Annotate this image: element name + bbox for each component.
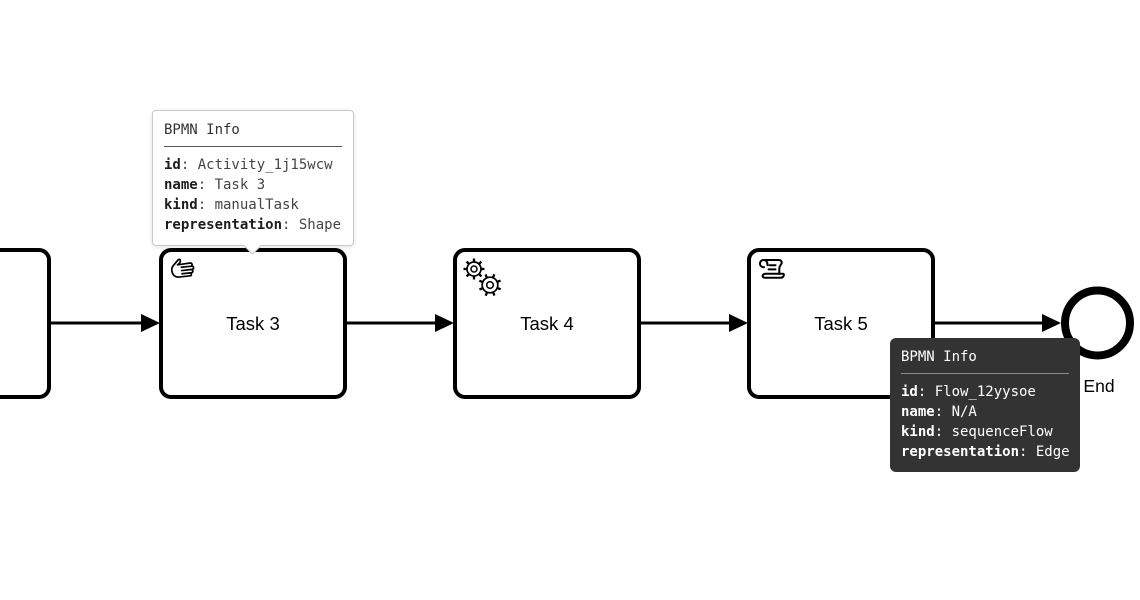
- tooltip-row-kind: kind: manualTask: [164, 195, 342, 215]
- row-label: id: [164, 157, 181, 173]
- row-separator: :: [934, 404, 952, 420]
- task-4-shape[interactable]: Task 4: [453, 248, 641, 399]
- row-value: manualTask: [214, 197, 299, 213]
- scroll-icon: [758, 259, 785, 279]
- row-separator: :: [917, 384, 935, 400]
- arrowhead-icon: [729, 314, 748, 332]
- row-separator: :: [197, 197, 215, 213]
- row-value: Task 3: [214, 177, 266, 193]
- row-label: id: [901, 384, 918, 400]
- row-label: name: [164, 177, 198, 193]
- row-value: sequenceFlow: [951, 424, 1053, 440]
- row-label: kind: [164, 197, 198, 213]
- tooltip-divider: [901, 373, 1069, 374]
- tooltip-title: BPMN Info: [901, 349, 977, 365]
- row-separator: :: [934, 424, 952, 440]
- row-value: Activity_1j15wcw: [197, 157, 333, 173]
- tooltip-row-name: name: Task 3: [164, 175, 342, 195]
- row-separator: :: [1019, 444, 1036, 460]
- arrowhead-icon: [435, 314, 454, 332]
- tooltip-title: BPMN Info: [164, 122, 240, 138]
- end-event-shape[interactable]: End: [1061, 286, 1134, 397]
- row-label: kind: [901, 424, 935, 440]
- task-partial[interactable]: [0, 248, 51, 399]
- task-5-shape[interactable]: Task 5: [747, 248, 935, 399]
- row-value: Shape: [298, 217, 342, 233]
- tooltip-row-representation: representation: Edge: [901, 442, 1070, 462]
- bpmn-info-tooltip-shape: BPMN Info id: Activity_1j15wcw name: Tas…: [152, 110, 354, 255]
- sequence-flow-4[interactable]: [933, 314, 1061, 332]
- end-event-label: End: [1083, 376, 1114, 396]
- sequence-flow-2[interactable]: [345, 314, 454, 332]
- row-label: representation: [164, 217, 283, 233]
- task-5-label: Task 5: [814, 313, 867, 334]
- row-separator: :: [197, 177, 215, 193]
- tooltip-row-id: id: Activity_1j15wcw: [164, 155, 342, 175]
- end-event-circle[interactable]: [1061, 286, 1134, 360]
- gears-icon: [463, 258, 502, 297]
- row-label: name: [901, 404, 935, 420]
- sequence-flow-1[interactable]: [49, 314, 160, 332]
- task-4-label: Task 4: [520, 313, 573, 334]
- tooltip-row-id: id: Flow_12yysoe: [901, 382, 1069, 402]
- tooltip-row-kind: kind: sequenceFlow: [901, 422, 1069, 442]
- task-3-label: Task 3: [226, 313, 279, 334]
- row-separator: :: [180, 157, 198, 173]
- tooltip-row-representation: representation: Shape: [164, 215, 342, 235]
- tooltip-row-name: name: N/A: [901, 402, 1069, 422]
- row-separator: :: [282, 217, 299, 233]
- row-value: Edge: [1035, 444, 1070, 460]
- arrowhead-icon: [1042, 314, 1061, 332]
- task-3-shape[interactable]: Task 3: [159, 248, 347, 399]
- row-value: Flow_12yysoe: [934, 384, 1036, 400]
- row-label: representation: [901, 444, 1020, 460]
- sequence-flow-3[interactable]: [639, 314, 748, 332]
- hand-icon: [170, 258, 195, 278]
- arrowhead-icon: [141, 314, 160, 332]
- row-value: N/A: [951, 404, 977, 420]
- tooltip-divider: [164, 146, 342, 147]
- bpmn-info-tooltip-edge: BPMN Info id: Flow_12yysoe name: N/A kin…: [890, 338, 1080, 472]
